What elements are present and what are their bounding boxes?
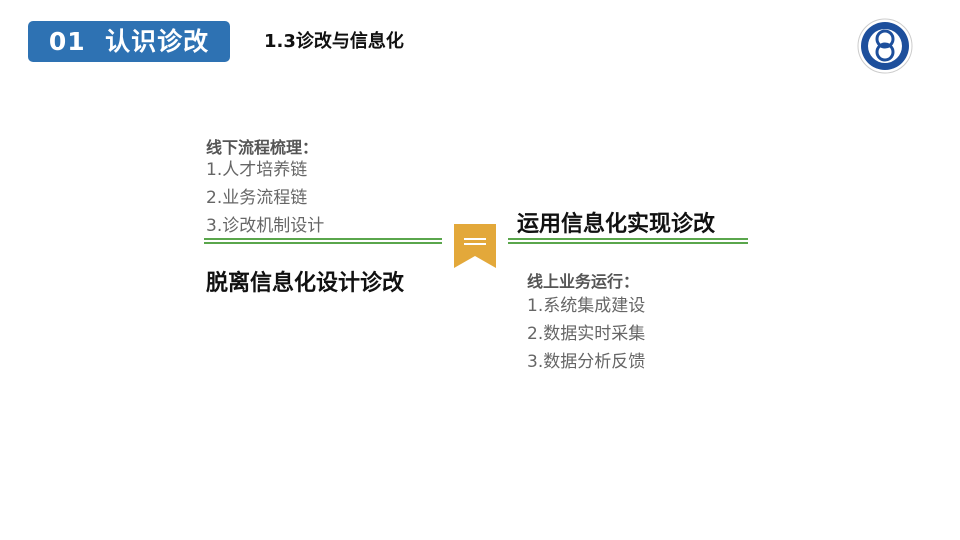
page-subtitle: 1.3诊改与信息化 [264,31,404,52]
list-item: 1.人才培养链 [206,160,308,180]
school-logo [857,18,913,74]
left-divider [204,238,442,244]
list-item: 3.数据分析反馈 [527,352,646,372]
right-title: 运用信息化实现诊改 [517,212,716,237]
right-divider [508,238,748,244]
list-item: 2.业务流程链 [206,188,308,208]
right-list: 1.系统集成建设 2.数据实时采集 3.数据分析反馈 [527,292,645,376]
ribbon-icon [454,224,496,268]
list-item: 2.数据实时采集 [527,324,646,344]
left-title: 脱离信息化设计诊改 [206,271,405,296]
right-heading: 线上业务运行： [527,272,640,291]
list-item: 1.系统集成建设 [527,296,646,316]
left-list: 1.人才培养链 2.业务流程链 3.诊改机制设计 [206,156,324,240]
section-badge: 01 认识诊改 [28,21,230,62]
left-heading: 线下流程梳理： [206,138,319,157]
list-item: 3.诊改机制设计 [206,216,325,236]
